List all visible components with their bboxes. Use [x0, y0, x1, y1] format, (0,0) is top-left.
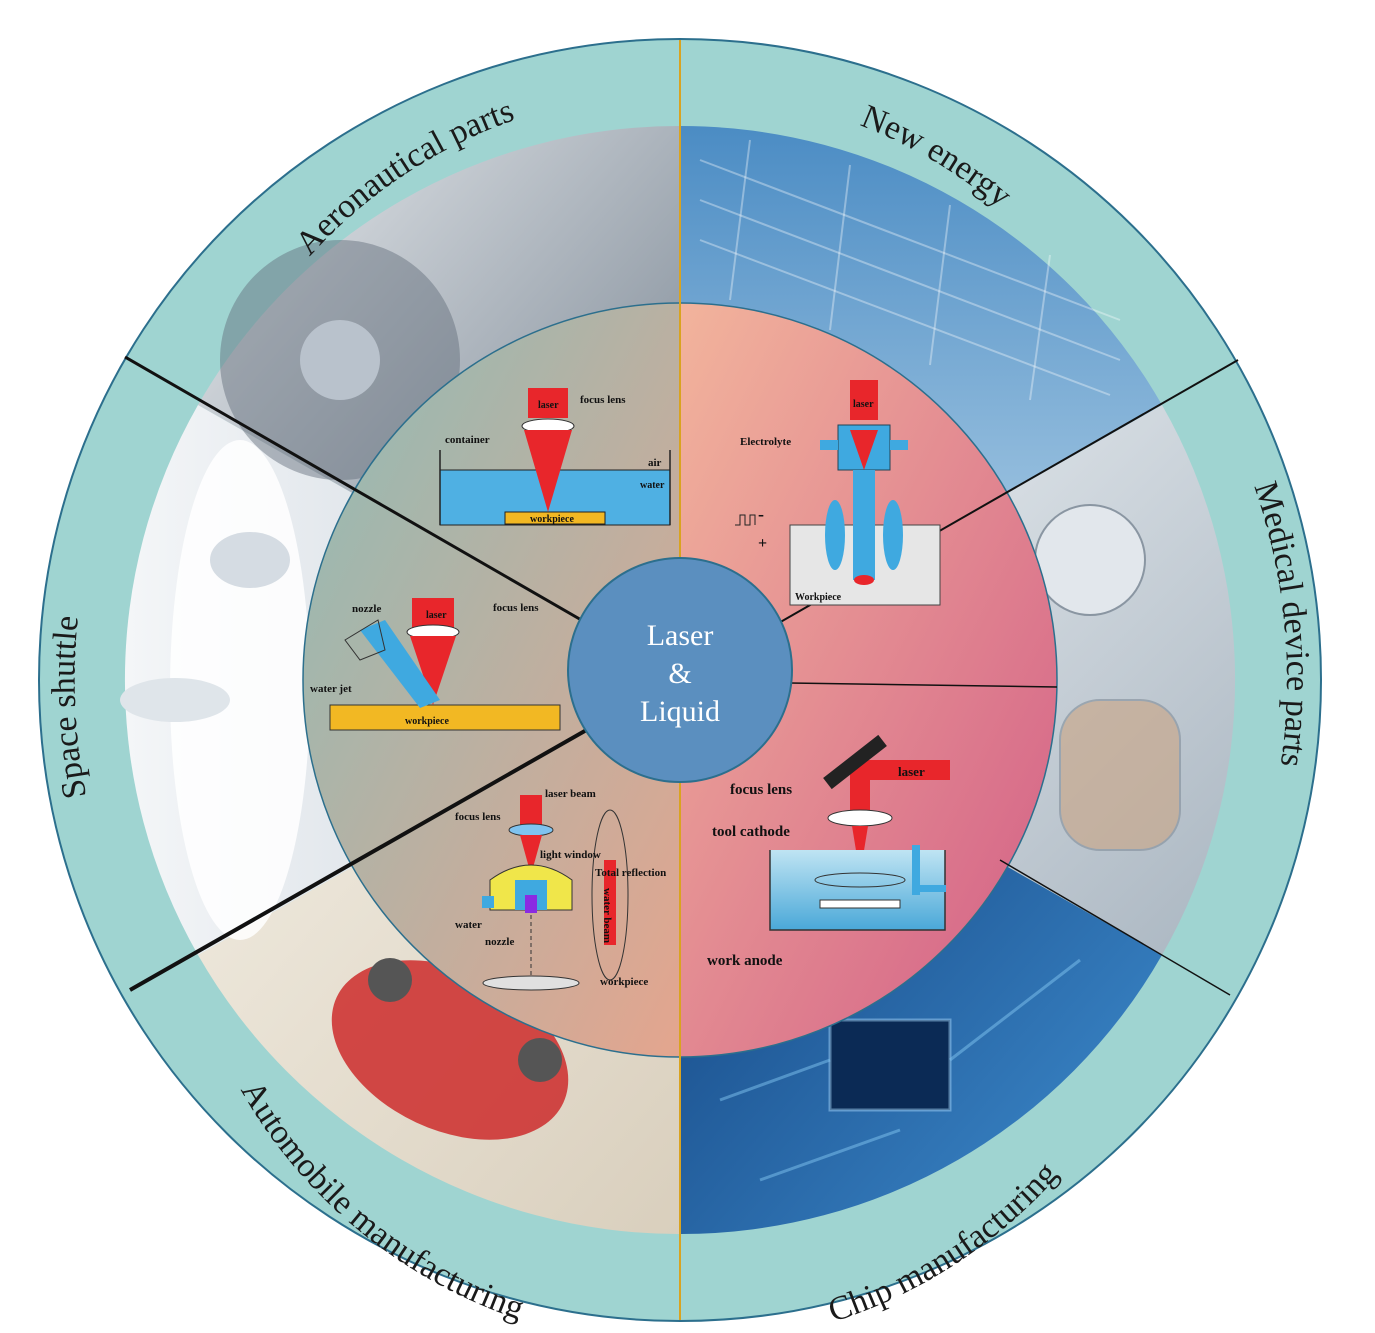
- airplane: [120, 440, 310, 940]
- svg-text:laser: laser: [426, 610, 447, 621]
- engine-fan: [220, 240, 460, 480]
- svg-text:focus lens: focus lens: [493, 602, 539, 614]
- svg-text:Workpiece: Workpiece: [795, 592, 842, 603]
- svg-text:focus lens: focus lens: [580, 394, 626, 406]
- svg-text:focus lens: focus lens: [730, 782, 792, 798]
- svg-text:+: +: [758, 535, 767, 552]
- svg-text:nozzle: nozzle: [485, 936, 514, 948]
- svg-text:focus lens: focus lens: [455, 811, 501, 823]
- center-line-3: Liquid: [640, 695, 720, 728]
- svg-text:Electrolyte: Electrolyte: [740, 436, 791, 448]
- circuit-board: [719, 958, 1081, 1182]
- center-circle: [567, 557, 793, 783]
- medical-parts: [1034, 504, 1181, 851]
- svg-text:container: container: [445, 434, 490, 446]
- svg-text:workpiece: workpiece: [405, 716, 449, 727]
- svg-text:Total reflection: Total reflection: [595, 867, 666, 879]
- diagram-tool-cathode: laser focus lens tool cathode work anode: [707, 734, 950, 969]
- svg-text:light window: light window: [540, 849, 601, 861]
- svg-text:-: -: [758, 504, 764, 524]
- svg-text:air: air: [648, 457, 662, 469]
- diagram-guided: laser beam focus lens light window Total…: [455, 788, 666, 991]
- svg-text:laser: laser: [538, 400, 559, 411]
- svg-text:workpiece: workpiece: [600, 976, 648, 988]
- diagram-submerged: laser focus lens container air water wor…: [439, 388, 671, 526]
- svg-text:work anode: work anode: [707, 953, 783, 969]
- svg-text:laser: laser: [853, 399, 874, 410]
- center-line-2: &: [668, 657, 691, 690]
- svg-text:water: water: [640, 480, 665, 491]
- diagram-electrochemical: laser Electrolyte - + Workpiece: [735, 380, 941, 606]
- svg-text:water: water: [455, 919, 482, 931]
- svg-text:water beam: water beam: [601, 888, 613, 943]
- solar-panel-grid: [699, 139, 1121, 401]
- center-line-1: Laser: [647, 619, 714, 652]
- svg-text:workpiece: workpiece: [530, 514, 574, 525]
- svg-text:water jet: water jet: [310, 683, 352, 695]
- svg-text:nozzle: nozzle: [352, 603, 381, 615]
- svg-text:tool cathode: tool cathode: [712, 824, 790, 840]
- svg-text:laser: laser: [898, 764, 925, 779]
- diagram-waterjet: laser focus lens nozzle water jet workpi…: [310, 598, 561, 731]
- svg-text:laser beam: laser beam: [545, 788, 596, 800]
